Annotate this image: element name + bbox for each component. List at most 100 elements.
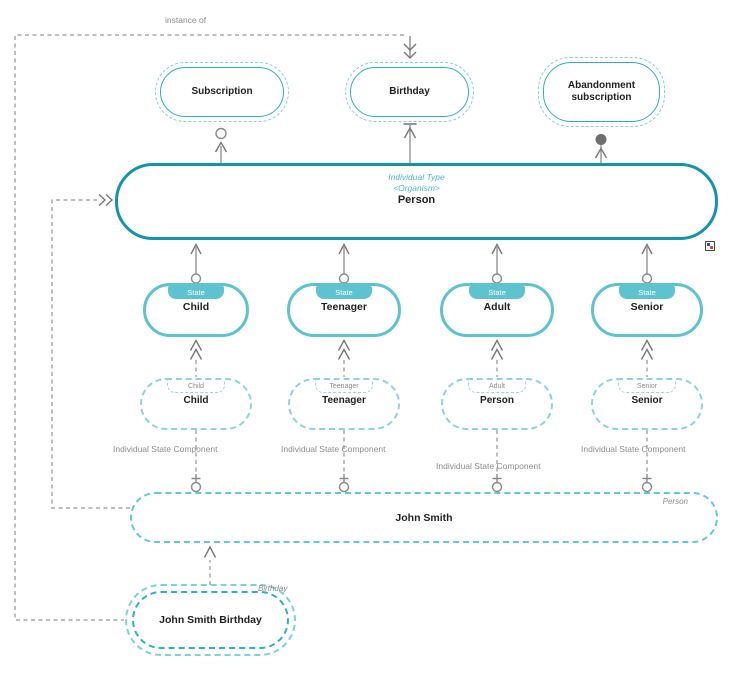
chevron-up-icon	[491, 242, 503, 255]
double-chevron-up-icon	[490, 339, 504, 360]
connector-adultclone-to-johnsmith[interactable]	[491, 430, 503, 493]
socket-circle-icon	[641, 481, 653, 493]
node-instance-teenager[interactable]: Teenager Teenager	[288, 378, 400, 430]
state-badge: State	[619, 286, 675, 299]
connector-childclone-to-johnsmith[interactable]	[190, 430, 202, 493]
chevron-up-icon	[403, 126, 417, 139]
connector-seniorclone-to-senior[interactable]	[640, 339, 654, 378]
person-type-label: Individual Type	[388, 172, 445, 182]
chevron-up-icon	[594, 147, 608, 159]
chevron-up-icon	[214, 141, 228, 153]
connector-teenclone-to-teenager[interactable]	[337, 339, 351, 378]
state-badge: State	[168, 286, 224, 299]
badge-red-dot	[710, 246, 713, 249]
chevron-up-icon	[190, 242, 202, 255]
connector-johnsmith-to-person[interactable]	[51, 193, 130, 509]
connector-senior-to-person[interactable]	[641, 242, 653, 284]
connector-adult-to-person[interactable]	[491, 242, 503, 284]
node-instance-child[interactable]: Child Child	[140, 378, 252, 430]
filled-circle-icon	[595, 134, 607, 145]
node-instance-senior[interactable]: Senior Senior	[591, 378, 703, 430]
node-label: Subscription	[191, 86, 253, 97]
state-name: Senior	[630, 301, 664, 313]
node-john-smith-birthday[interactable]: John Smith Birthday Birthday	[125, 584, 296, 656]
chevron-up-icon	[203, 545, 217, 558]
person-name: Person	[397, 194, 436, 206]
connector-line	[14, 34, 404, 621]
double-chevron-up-icon	[337, 339, 351, 360]
instance-name: Person	[480, 395, 514, 406]
john-smith-birthday-body: John Smith Birthday	[132, 591, 289, 649]
instance-name: Teenager	[322, 395, 366, 406]
state-badge: State	[316, 286, 372, 299]
connector-teenclone-to-johnsmith[interactable]	[338, 430, 350, 493]
open-circle-icon	[491, 273, 503, 284]
plus-icon	[492, 474, 502, 483]
instance-badge: Adult	[468, 380, 526, 393]
connector-seniorclone-to-johnsmith[interactable]	[641, 430, 653, 493]
person-stereotype: <Organism>	[393, 183, 440, 193]
plus-icon	[642, 474, 652, 483]
socket-circle-icon	[190, 481, 202, 493]
node-state-senior[interactable]: State Senior	[591, 283, 703, 337]
john-smith-birthday-type-label: Birthday	[258, 584, 288, 593]
socket-circle-icon	[491, 481, 503, 493]
node-birthday-body: Birthday	[350, 67, 469, 117]
node-birthday[interactable]: Birthday	[345, 62, 474, 122]
connector-adultclone-to-adult[interactable]	[490, 339, 504, 378]
component-label-teenager: Individual State Component	[281, 444, 386, 454]
instance-badge: Senior	[618, 380, 676, 393]
plus-icon	[339, 474, 349, 483]
open-circle-icon	[641, 273, 653, 284]
node-abandonment-body: Abandonment subscription	[543, 62, 660, 122]
open-circle-icon	[215, 127, 227, 140]
connector-child-to-person[interactable]	[190, 242, 202, 284]
connector-person-to-birthday[interactable]	[403, 123, 417, 163]
double-chevron-right-icon	[98, 193, 114, 207]
connector-line	[51, 199, 130, 509]
double-chevron-down-icon	[403, 43, 417, 59]
plus-icon	[191, 474, 201, 483]
connector-teenager-to-person[interactable]	[338, 242, 350, 284]
node-subscription[interactable]: Subscription	[155, 62, 289, 122]
instance-name: Senior	[631, 395, 663, 406]
instance-name: Child	[183, 395, 209, 406]
component-label-child: Individual State Component	[113, 444, 218, 454]
node-label: Abandonment subscription	[567, 80, 636, 103]
component-label-adult: Individual State Component	[436, 461, 541, 471]
double-chevron-up-icon	[189, 339, 203, 360]
connector-instance-of[interactable]	[14, 34, 417, 621]
node-subscription-body: Subscription	[160, 67, 284, 117]
john-smith-birthday-name: John Smith Birthday	[159, 614, 262, 626]
john-smith-type-label: Person	[662, 497, 688, 506]
component-label-senior: Individual State Component	[581, 444, 686, 454]
instance-of-label: instance of	[165, 15, 207, 25]
node-john-smith[interactable]: John Smith Person	[130, 492, 718, 543]
open-circle-icon	[338, 273, 350, 284]
node-abandonment-subscription[interactable]: Abandonment subscription	[538, 57, 665, 127]
chevron-up-icon	[338, 242, 350, 255]
state-badge: State	[469, 286, 525, 299]
socket-circle-icon	[338, 481, 350, 493]
node-person-type[interactable]: Individual Type <Organism> Person	[115, 163, 718, 240]
node-state-adult[interactable]: State Adult	[440, 283, 554, 337]
john-smith-name: John Smith	[395, 511, 453, 524]
state-name: Adult	[483, 301, 511, 313]
connector-person-to-abandonment[interactable]	[594, 134, 608, 164]
double-chevron-up-icon	[640, 339, 654, 360]
connector-person-to-subscription[interactable]	[214, 127, 228, 164]
node-label: Birthday	[389, 86, 430, 97]
node-instance-adult[interactable]: Adult Person	[441, 378, 553, 430]
node-state-teenager[interactable]: State Teenager	[287, 283, 401, 337]
chevron-up-icon	[641, 242, 653, 255]
diagram-badge-icon[interactable]	[705, 241, 715, 251]
connector-childclone-to-child[interactable]	[189, 339, 203, 378]
state-name: Teenager	[321, 301, 367, 313]
node-state-child[interactable]: State Child	[143, 283, 249, 337]
connector-jsbirthday-to-johnsmith[interactable]	[203, 545, 217, 585]
state-name: Child	[182, 301, 210, 313]
badge-blue-dot	[707, 243, 710, 246]
open-circle-icon	[190, 273, 202, 284]
instance-badge: Teenager	[315, 380, 373, 393]
